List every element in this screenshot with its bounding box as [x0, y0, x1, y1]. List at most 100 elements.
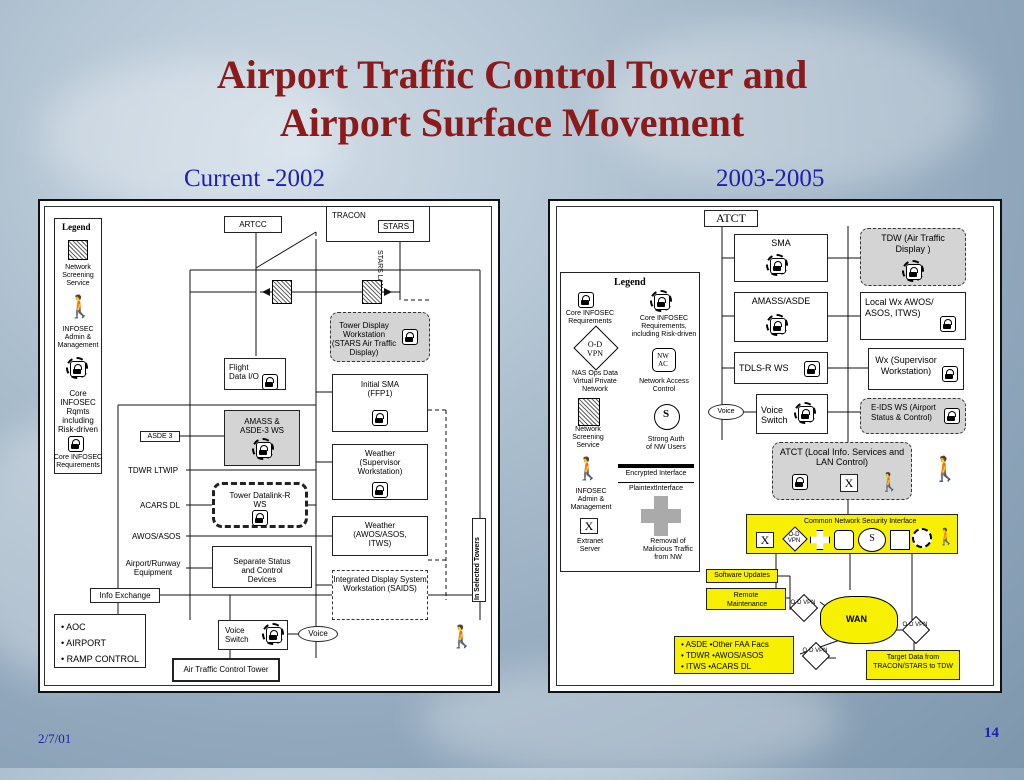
title-line-2: Airport Surface Movement	[279, 100, 745, 145]
left-legend	[54, 218, 102, 474]
footer-page: 14	[984, 725, 999, 741]
atct-tower-label: Air Traffic Control Tower	[183, 665, 269, 674]
right-voice-label: Voice	[717, 408, 735, 415]
artcc-label: ARTCC	[239, 220, 267, 229]
awos-label: AWOS/ASOS	[132, 532, 181, 541]
right-legend-s: S	[662, 408, 670, 420]
stars-box: STARS	[378, 220, 414, 233]
left-voice-switch-seal-icon	[262, 623, 284, 645]
amass-label: AMASS & ASDE-3 WS	[239, 417, 284, 435]
wan-cloud	[820, 596, 898, 644]
right-legend-admin-person-icon: 🚶	[574, 456, 602, 481]
asde3-label: ASDE 3	[147, 433, 173, 440]
right-legend-extranet: Extranet Server	[576, 538, 604, 553]
weather-awos-box: Weather (AWOS/ASOS, ITWS)	[332, 516, 428, 556]
weather-awos-label: Weather (AWOS/ASOS, ITWS)	[353, 521, 407, 548]
tower-display-lock-icon	[402, 329, 418, 345]
tower-datalink-lock-icon	[252, 510, 268, 526]
right-odvpn-label-2: O-D VPN	[902, 622, 928, 628]
amass-asde-seal-icon	[766, 314, 788, 336]
tracon-label: TRACON	[332, 211, 366, 220]
tdwr-label: TDWR LTWIP	[128, 466, 179, 475]
separate-status-label: Separate Status and Control Devices	[233, 557, 291, 584]
tower-datalink-label: Tower Datalink-R WS	[229, 491, 291, 509]
tdls-label: TDLS-R WS	[739, 363, 789, 373]
flight-data-lock-icon	[262, 374, 278, 390]
atct-lan-x: X	[844, 476, 854, 490]
runway-label: Airport/Runway Equipment	[125, 559, 181, 577]
right-legend-core-req-lock-icon	[578, 292, 594, 308]
left-heading: Current -2002	[184, 165, 325, 192]
facilities-line-1: • ASDE •Other FAA Facs	[681, 640, 769, 649]
title-line-1: Airport Traffic Control Tower and	[216, 52, 808, 97]
info-exchange-box: Info Exchange	[90, 588, 160, 603]
right-legend-s-cloud	[654, 404, 680, 430]
right-legend-nac: Network Access Control	[639, 378, 689, 393]
atct-lan-x-box: X	[840, 474, 858, 492]
left-voice-ellipse: Voice	[298, 626, 338, 642]
cnsi-x-box: X	[756, 532, 774, 548]
right-legend-core-rqmts-seal-icon	[650, 290, 672, 312]
remote-maint-label: Remote Maintenance	[727, 592, 768, 608]
tdw-seal-icon	[902, 260, 924, 282]
initial-sma-label: Initial SMA (FFP1)	[360, 380, 400, 398]
atct-header-box: ATCT	[704, 210, 758, 227]
left-network-screening-icon-1	[272, 280, 292, 304]
cnsi-seal-icon	[912, 528, 932, 548]
acars-label: ACARS DL	[140, 501, 181, 510]
right-legend-infosec-admin: INFOSEC Admin & Management	[570, 488, 612, 511]
right-voice-ellipse: Voice	[708, 404, 744, 420]
right-legend-plaintext-line	[618, 482, 694, 483]
artcc-box: ARTCC	[224, 216, 282, 233]
sma-seal-icon	[766, 254, 788, 276]
atct-lan-admin-person-icon: 🚶	[878, 472, 901, 492]
wan-label: WAN	[846, 614, 867, 624]
right-legend-nwac: NW AC	[657, 352, 669, 368]
remote-maint-box: Remote Maintenance	[706, 588, 786, 610]
flight-data-label: Flight Data I/O	[229, 363, 259, 381]
bullet-airport: • AIRPORT	[61, 638, 106, 648]
cnsi-nwac-octagon	[834, 530, 854, 550]
left-legend-infosec-admin: INFOSEC Admin & Management	[57, 326, 99, 349]
right-legend-x: X	[584, 519, 594, 533]
amass-asde-label: AMASS/ASDE	[751, 296, 811, 306]
idsw-label: Integrated Display System Workstation (S…	[333, 575, 427, 593]
core-req-lock-icon	[68, 436, 84, 452]
right-legend-x-box: X	[580, 518, 598, 534]
right-odvpn-label-3: O-D VPN	[802, 648, 828, 654]
right-legend-plaintext: PlaintextInterface	[628, 485, 684, 492]
local-wx-lock-icon	[940, 316, 956, 332]
core-rqmts-seal-icon	[66, 357, 88, 379]
right-legend-odvpn: O-D VPN	[586, 340, 603, 358]
external-entities-box: • AOC • AIRPORT • RAMP CONTROL	[54, 614, 146, 668]
right-voice-switch-box: Voice Switch	[756, 394, 828, 434]
atct-header-label: ATCT	[716, 211, 746, 225]
local-wx-label: Local Wx AWOS/ ASOS, ITWS)	[865, 297, 934, 318]
right-heading: 2003-2005	[716, 165, 825, 192]
right-legend-nas-ops: NAS Ops Data Virtual Private Network	[572, 370, 618, 393]
left-network-screening-icon-2	[362, 280, 382, 304]
facilities-box: • ASDE •Other FAA Facs • TDWR •AWOS/ASOS…	[674, 636, 794, 674]
atct-lan-lock-icon	[792, 474, 808, 490]
cnsi-s-cloud: S	[858, 528, 886, 552]
cnsi-x: X	[760, 533, 770, 547]
cnsi-admin-person-icon: 🚶	[936, 529, 956, 546]
left-voice-switch-label: Voice Switch	[225, 626, 249, 644]
facilities-line-3: • ITWS •ACARS DL	[681, 662, 752, 671]
right-legend-nwac-octagon	[652, 348, 676, 372]
right-legend-removal: Removal of Malicious Traffic from NW	[642, 538, 694, 561]
atct-lan-box: ATCT (Local Info. Services and LAN Contr…	[772, 442, 912, 500]
right-legend-core-req: Core INFOSEC Requirements	[565, 310, 615, 325]
separate-status-box: Separate Status and Control Devices	[212, 546, 312, 588]
footer-date: 2/7/01	[38, 731, 72, 746]
in-selected-towers-box	[472, 518, 486, 602]
left-legend-title: Legend	[62, 222, 91, 232]
tdls-box: TDLS-R WS	[734, 352, 828, 384]
bullet-aoc: • AOC	[61, 622, 86, 632]
asde3-box: ASDE 3	[140, 431, 180, 442]
network-screening-icon	[68, 240, 88, 260]
target-data-label: Target Data from TRACON/STARS to TDW	[873, 654, 953, 670]
right-voice-switch-label: Voice Switch	[761, 405, 788, 425]
wx-supervisor-label: Wx (Supervisor Workstation)	[875, 355, 937, 376]
left-legend-core-req: Core INFOSEC Requirements	[53, 454, 103, 469]
